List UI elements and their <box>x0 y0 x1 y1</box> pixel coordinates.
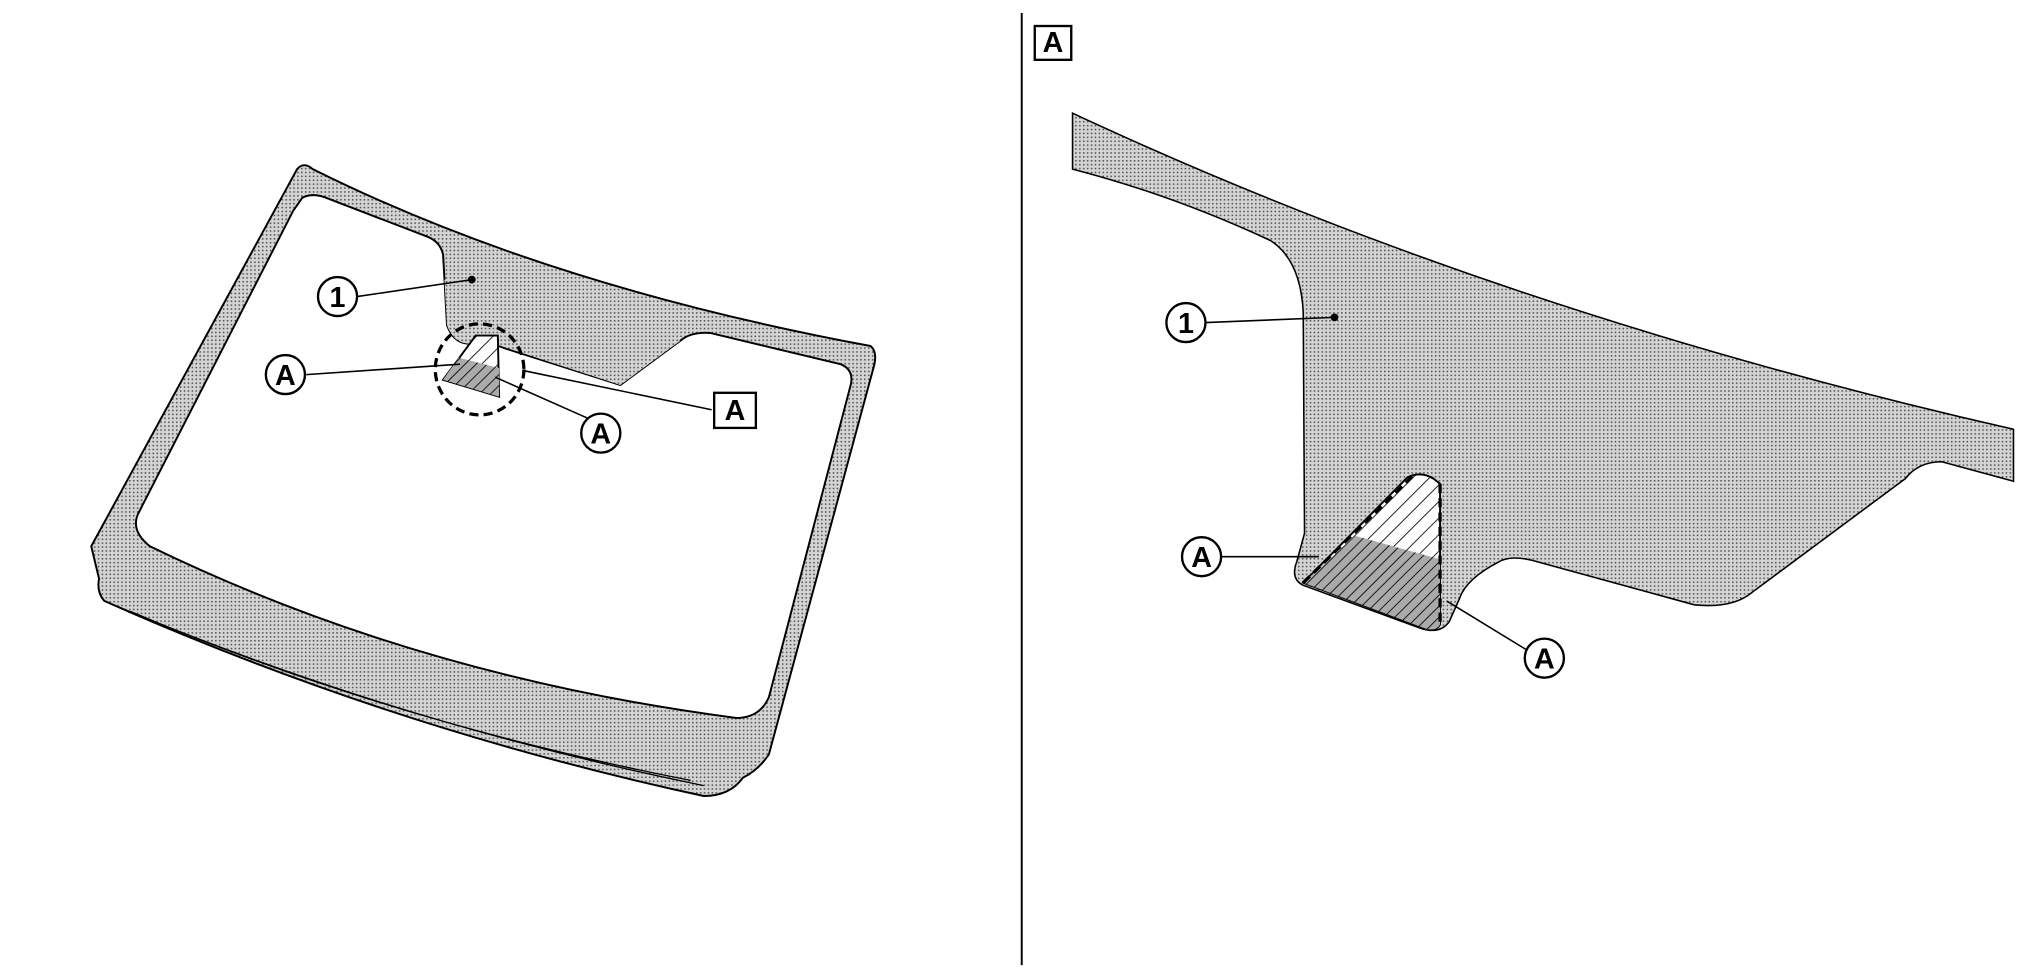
detail-callout-a-right: A <box>1523 637 1566 679</box>
detail-callout-part-1: 1 <box>1165 301 1207 344</box>
callout-area-a-right: A <box>580 412 622 454</box>
dashed-boundary <box>1302 473 1416 584</box>
detail-title: A <box>1043 27 1064 59</box>
leader-line <box>1446 600 1528 652</box>
detail-sensor-lower <box>1303 535 1441 630</box>
detail-callout-a-left: A <box>1180 536 1223 578</box>
sensor-area-lower <box>443 357 500 397</box>
callout-label: A <box>1191 542 1212 574</box>
callout-label: A <box>275 360 296 392</box>
leader-line <box>1205 316 1335 324</box>
leader-dot <box>1330 313 1339 322</box>
leader-line <box>306 363 461 376</box>
detail-ref-label: A <box>725 395 746 427</box>
leader-dot <box>467 275 476 284</box>
gray-tongue <box>444 279 681 385</box>
callout-area-a-left: A <box>264 353 307 396</box>
windshield-ceramic-edge <box>104 600 704 787</box>
leader-line <box>494 376 590 420</box>
leader-line <box>523 369 712 411</box>
callout-label: 1 <box>330 282 346 314</box>
leader-line <box>356 278 472 298</box>
detail-circle <box>433 322 526 417</box>
windshield-clear-area <box>134 194 853 719</box>
callout-label: A <box>590 418 611 450</box>
windshield-overview: 1 A A A <box>90 164 877 797</box>
callout-label: A <box>1534 643 1555 675</box>
callout-label: 1 <box>1178 308 1194 340</box>
detail-ceramic-area <box>1071 111 2015 632</box>
detail-view-a: A 1 A A <box>1033 24 2015 679</box>
detail-title-box: A <box>1033 24 1073 62</box>
callout-part-1: 1 <box>316 275 359 318</box>
detail-ref-box[interactable]: A <box>712 391 758 430</box>
